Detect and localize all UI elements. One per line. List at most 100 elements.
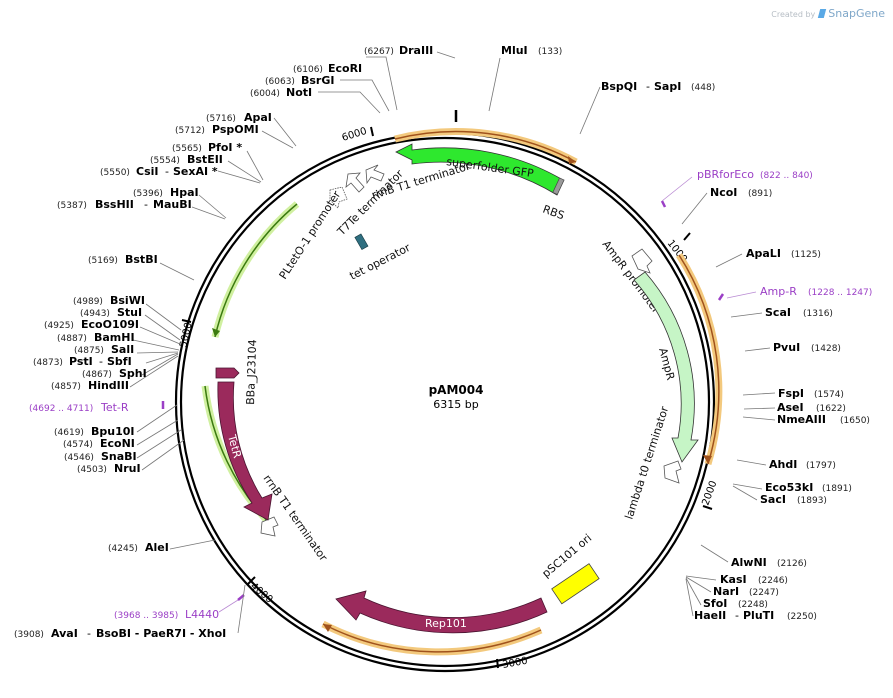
site-name: ApaLI xyxy=(746,247,781,260)
site-ecori[interactable]: (6106) EcoRI xyxy=(293,62,362,75)
site-nrui[interactable]: (4503) NruI xyxy=(77,462,141,475)
site-nari[interactable]: NarI (2247) xyxy=(713,585,779,598)
site-name: StuI xyxy=(117,306,142,319)
site-sali[interactable]: (4875) SalI xyxy=(74,343,134,356)
psc101-ori-feature xyxy=(551,563,600,605)
site-position: (4503) xyxy=(77,465,107,475)
site-alwni[interactable]: AlwNI (2126) xyxy=(731,556,807,569)
site-eco53ki[interactable]: Eco53kI (1891) xyxy=(765,481,852,494)
site-bsteii[interactable]: (5554) BstEII xyxy=(150,153,223,166)
site-name: MluI xyxy=(501,44,528,57)
site-extra-name: BsoBI - PaeR7I - XhoI xyxy=(96,627,226,640)
site-ahdi[interactable]: AhdI (1797) xyxy=(769,458,836,471)
primer-range: (1228 .. 1247) xyxy=(808,288,872,298)
site-sfoi[interactable]: SfoI (2248) xyxy=(703,597,768,610)
site-position: (1622) xyxy=(816,404,846,414)
site-extra-name: SapI xyxy=(654,80,681,93)
site-position: (4574) xyxy=(63,440,93,450)
site-kasi[interactable]: KasI (2246) xyxy=(720,573,788,586)
site-position: (133) xyxy=(538,47,562,57)
site-name: BsiWI xyxy=(110,294,145,307)
site-name: EcoNI xyxy=(100,437,135,450)
site-pspomi[interactable]: (5712) PspOMI xyxy=(175,123,259,136)
primer-pbrforeco[interactable]: pBRforEco (822 .. 840) xyxy=(660,168,813,208)
site-position: (5396) xyxy=(133,189,163,199)
site-name: SfoI xyxy=(703,597,727,610)
site-snabi[interactable]: (4546) SnaBI xyxy=(64,450,137,463)
site-csii-sexai[interactable]: (5550) CsiI - SexAI * xyxy=(100,165,218,178)
svg-text:-: - xyxy=(144,198,148,211)
tick-2000: 2000 xyxy=(700,479,720,510)
site-hpai[interactable]: (5396) HpaI xyxy=(133,186,199,199)
backbone-inner-ring xyxy=(179,136,711,668)
site-econi[interactable]: (4574) EcoNI xyxy=(63,437,135,450)
site-position: (4873) xyxy=(33,358,63,368)
site-position: (5565) xyxy=(172,144,202,154)
site-name: NotI xyxy=(286,86,312,99)
site-fspi[interactable]: FspI (1574) xyxy=(778,387,844,400)
site-position: (1891) xyxy=(822,484,852,494)
site-sphi[interactable]: (4867) SphI xyxy=(82,367,147,380)
site-ecoo109i[interactable]: (4925) EcoO109I xyxy=(44,318,139,331)
site-apai[interactable]: (5716) ApaI xyxy=(206,111,272,124)
plasmid-length: 6315 bp xyxy=(433,398,478,411)
primer-amp-r[interactable]: Amp-R (1228 .. 1247) xyxy=(717,285,872,301)
site-name: PfoI * xyxy=(208,141,242,154)
t7te-terminator xyxy=(345,172,365,193)
site-bstbi[interactable]: (5169) BstBI xyxy=(88,253,158,266)
site-position: (448) xyxy=(691,83,715,93)
site-name: KasI xyxy=(720,573,747,586)
site-scai[interactable]: ScaI (1316) xyxy=(765,306,833,319)
site-mlui[interactable]: MluI (133) xyxy=(501,44,562,57)
site-saci[interactable]: SacI (1893) xyxy=(760,493,827,506)
site-name: NruI xyxy=(114,462,141,475)
site-ncoi[interactable]: NcoI (891) xyxy=(710,186,772,199)
site-bpu10i[interactable]: (4619) Bpu10I xyxy=(54,425,135,438)
site-name: ApaI xyxy=(244,111,272,124)
bba-j23104-feature xyxy=(215,367,240,379)
site-bsshii-maubi[interactable]: (5387) BssHII - MauBI xyxy=(57,198,192,211)
site-position: (1125) xyxy=(791,250,821,260)
site-bsrgi[interactable]: (6063) BsrGI xyxy=(265,74,334,87)
site-apali[interactable]: ApaLI (1125) xyxy=(746,247,821,260)
site-position: (2250) xyxy=(787,612,817,622)
site-name: PspOMI xyxy=(212,123,259,136)
primer-range: (822 .. 840) xyxy=(760,171,813,181)
site-draiii[interactable]: (6267) DraIII xyxy=(364,44,433,57)
svg-text:-: - xyxy=(646,80,650,93)
site-bamhi[interactable]: (4887) BamHI xyxy=(57,331,135,344)
site-name: NarI xyxy=(713,585,739,598)
site-pfoi[interactable]: (5565) PfoI * xyxy=(172,141,242,154)
site-extra-name: SexAI * xyxy=(173,165,218,178)
site-name: EcoRI xyxy=(328,62,362,75)
site-avai-xhoi[interactable]: (3908) AvaI - BsoBI - PaeR7I - XhoI xyxy=(14,627,226,640)
site-name: Bpu10I xyxy=(91,425,135,438)
site-alei[interactable]: (4245) AleI xyxy=(108,541,169,554)
site-position: (4989) xyxy=(73,297,103,307)
site-name: NcoI xyxy=(710,186,737,199)
site-extra-name: PluTI xyxy=(743,609,774,622)
primer-l4440[interactable]: (3968 .. 3985) L4440 xyxy=(114,594,245,621)
site-nmeaiii[interactable]: NmeAIII (1650) xyxy=(777,413,870,426)
site-haeii-pluti[interactable]: HaeII - PluTI (2250) xyxy=(694,609,817,622)
rbs-label: RBS xyxy=(541,203,566,223)
site-name: HaeII xyxy=(694,609,726,622)
primer-tet-r[interactable]: (4692 .. 4711) Tet-R xyxy=(29,401,165,414)
site-bspqi-sapi[interactable]: BspQI - SapI (448) xyxy=(601,80,715,93)
tick-4000-label: 4000 xyxy=(248,581,275,606)
site-bsiwi[interactable]: (4989) BsiWI xyxy=(73,294,145,307)
site-name: AvaI xyxy=(51,627,78,640)
site-psti-sbfi[interactable]: (4873) PstI - SbfI xyxy=(33,355,132,368)
site-pvui[interactable]: PvuI (1428) xyxy=(773,341,841,354)
rep101-label: Rep101 xyxy=(425,617,467,630)
site-position: (5387) xyxy=(57,201,87,211)
site-noti[interactable]: (6004) NotI xyxy=(250,86,312,99)
site-stui[interactable]: (4943) StuI xyxy=(80,306,142,319)
site-name: CsiI xyxy=(136,165,158,178)
site-asei[interactable]: AseI (1622) xyxy=(777,401,846,414)
site-position: (5554) xyxy=(150,156,180,166)
site-position: (4857) xyxy=(51,382,81,392)
site-hindiii[interactable]: (4857) HindIII xyxy=(51,379,129,392)
ampr-feature xyxy=(633,271,699,463)
